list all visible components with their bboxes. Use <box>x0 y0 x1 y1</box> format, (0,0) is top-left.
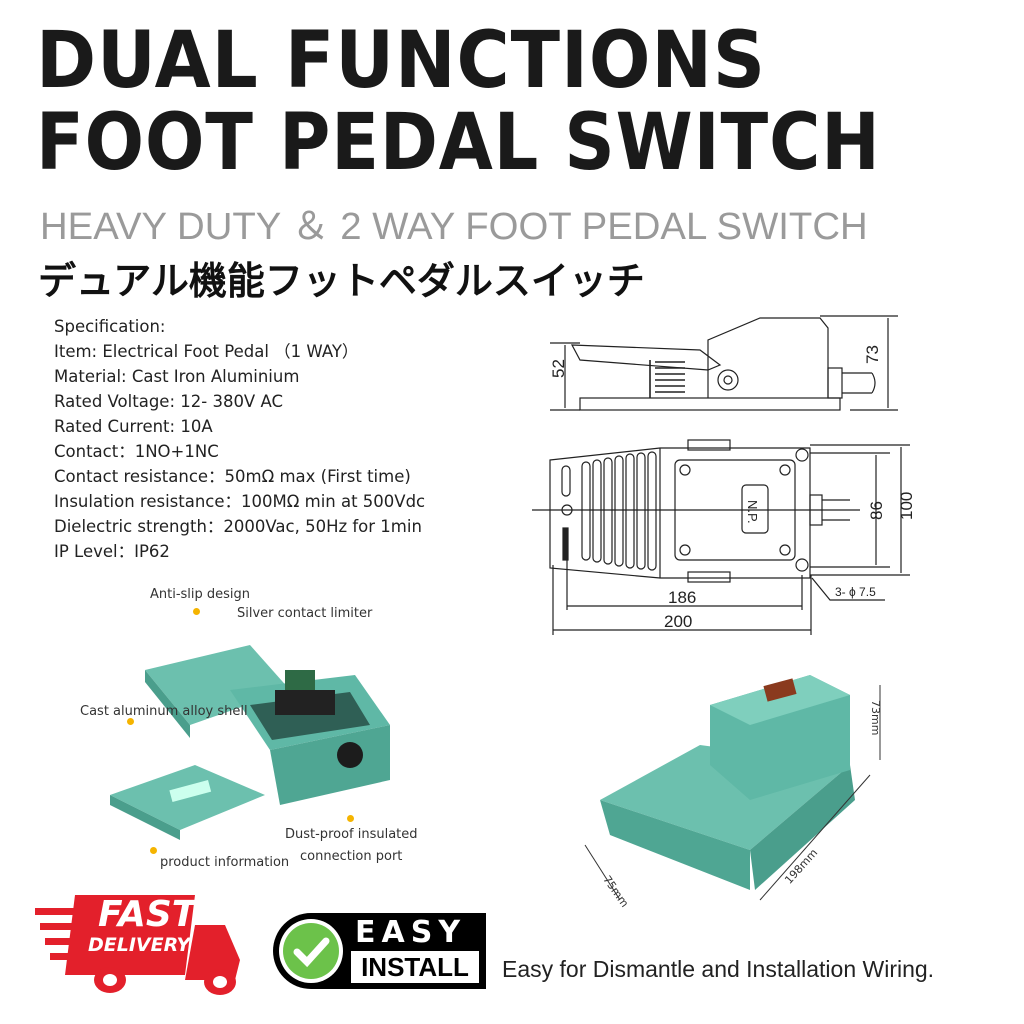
spec-line: Contact resistance：50mΩ max (First time) <box>54 467 411 486</box>
spec-line: Insulation resistance：100MΩ min at 500Vd… <box>54 492 426 511</box>
easy-install-caption: Easy for Dismantle and Installation Wiri… <box>502 956 935 982</box>
spec-line: IP Level：IP62 <box>54 542 170 561</box>
dim-photo-height: 73mm <box>869 700 882 736</box>
dim-52: 52 <box>549 359 568 378</box>
technical-drawing: 52 73 86 100 186 200 3- <box>532 315 916 635</box>
label-anti-slip: Anti-slip design <box>150 587 251 602</box>
callout-dot <box>347 815 354 822</box>
label-silver-limiter: Silver contact limiter <box>237 606 373 621</box>
fast-text: FAST <box>98 894 197 935</box>
subtitle: HEAVY DUTY ＆ 2 WAY FOOT PEDAL SWITCH <box>40 206 868 248</box>
truck-icon <box>35 895 240 995</box>
dim-73: 73 <box>863 345 882 364</box>
specification-list: Specification: Item: Electrical Foot Ped… <box>54 314 425 564</box>
spec-line: Rated Voltage: 12- 380V AC <box>54 392 283 411</box>
fast-delivery-badge: FAST DELIVERY <box>30 890 250 995</box>
title-line-2: FOOT PEDAL SWITCH <box>36 98 881 188</box>
checkmark-icon <box>283 923 339 979</box>
label-shell: Cast aluminum alloy shell <box>80 704 248 719</box>
dim-86: 86 <box>867 501 886 520</box>
label-port-2: connection port <box>300 849 403 864</box>
title-line-1: DUAL FUNCTIONS <box>36 16 767 106</box>
spec-line: Contact：1NO+1NC <box>54 442 219 461</box>
product-exploded-image <box>110 645 390 840</box>
product-assembled-image <box>584 675 881 901</box>
np-plate: N.P. <box>745 500 760 524</box>
check-ring <box>279 919 343 983</box>
install-box: INSTALL <box>351 951 479 983</box>
top-view <box>532 439 910 635</box>
spec-line: Item: Electrical Foot Pedal （1 WAY） <box>54 342 359 361</box>
label-product-info: product information <box>160 855 290 870</box>
easy-text: EASY <box>355 915 467 950</box>
dim-200: 200 <box>664 612 692 631</box>
spec-line: Material: Cast Iron Aluminium <box>54 367 300 386</box>
dim-186: 186 <box>668 588 696 607</box>
callout-dot <box>127 718 134 725</box>
side-view <box>550 315 898 411</box>
install-text: INSTALL <box>361 952 469 982</box>
japanese-title: デュアル機能フットペダルスイッチ <box>38 259 645 303</box>
dim-100: 100 <box>897 492 916 520</box>
label-port-1: Dust-proof insulated <box>285 827 418 842</box>
easy-install-badge: EASY INSTALL <box>273 913 486 989</box>
spec-line: Rated Current: 10A <box>54 417 213 436</box>
spec-line: Dielectric strength：2000Vac, 50Hz for 1m… <box>54 517 422 536</box>
callout-dot <box>193 608 200 615</box>
dim-holes: 3- ϕ 7.5 <box>835 585 876 599</box>
spec-line: Specification: <box>54 317 166 336</box>
callout-dot <box>150 847 157 854</box>
delivery-text: DELIVERY <box>88 934 191 956</box>
